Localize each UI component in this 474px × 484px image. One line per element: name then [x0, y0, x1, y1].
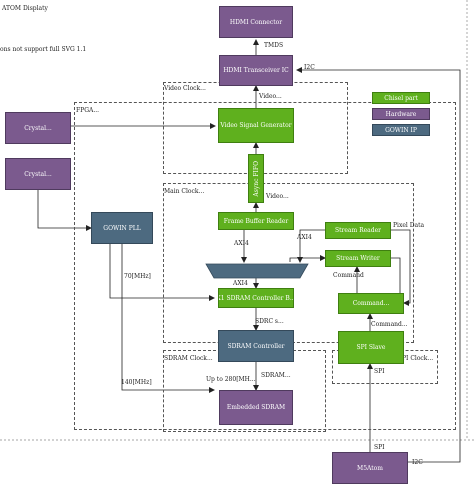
edge-label-video2: Video... — [266, 193, 289, 200]
node-stream-reader: Stream Reader — [325, 222, 391, 239]
edge-label-spi-a: SPI — [374, 368, 385, 375]
group-video-clock-label: Video Clock... — [164, 85, 206, 92]
node-embedded-sdram: Embedded SDRAM — [219, 390, 293, 425]
node-sdram-controller: SDRAM Controller — [218, 330, 294, 362]
edge-140mhz — [121, 244, 215, 393]
edge-label-pixel-data: Pixel Data — [393, 222, 425, 229]
edge-label-i2c-bottom: I2C — [412, 459, 423, 466]
axi-interconnect — [205, 263, 309, 279]
edge-label-tmds: TMDS — [264, 42, 284, 49]
edge-label-i2c-top: I2C — [304, 64, 315, 71]
edge-label-axi4-b: AXI4 — [297, 234, 312, 241]
node-gowin-pll: GOWIN PLL — [91, 212, 153, 244]
edge-sr-axi — [297, 229, 325, 263]
svg-warning: ons not support full SVG 1.1 — [0, 46, 87, 53]
legend-gowin-ip: GOWIN IP — [372, 124, 430, 136]
node-axi4-controller: X1 SDRAM Controller B... — [218, 288, 294, 308]
group-spi-clock-label: PI Clock... — [402, 355, 434, 362]
edge-label-video: Video... — [259, 93, 282, 100]
node-hdmi-connector: HDMI Connector — [219, 6, 293, 38]
node-async-fifo: Async FIFO — [248, 154, 264, 203]
async-fifo-label: Async FIFO — [252, 160, 260, 197]
edge-label-axi4-a: AXI4 — [234, 240, 249, 247]
node-hdmi-transceiver: HDMI Transceiver IC — [219, 55, 293, 86]
group-main-clock-label: Main Clock... — [164, 188, 205, 195]
diagram-title: ATOM Displaty — [2, 5, 48, 12]
node-spi-slave: SPI Slave — [338, 331, 404, 364]
edge-70mhz — [109, 244, 215, 301]
group-sdram-clock-label: SDRAM Clock... — [164, 355, 213, 362]
edge-label-up-to: Up to 280[MH... — [206, 376, 256, 383]
group-fpga — [74, 102, 456, 430]
edge-label-command-b: Command... — [371, 321, 408, 328]
node-video-signal-generator: Video Signal Generator — [218, 108, 294, 143]
edge-label-spi-b: SPI — [374, 444, 385, 451]
node-command: Command... — [338, 293, 404, 314]
edge-i2c — [296, 67, 461, 463]
edge-pixel-data — [391, 229, 411, 306]
edge-label-140mhz: 140[MHz] — [121, 379, 152, 386]
node-m5atom: M5Atom — [332, 452, 408, 484]
edge-crystal2 — [37, 190, 92, 231]
node-stream-writer: Stream Writer — [325, 250, 391, 267]
edge-axi-sw — [289, 255, 326, 262]
group-fpga-label: FPGA... — [76, 107, 100, 114]
edge-label-sdram: SDRAM... — [261, 372, 291, 379]
edge-label-sdrc: SDRC s... — [255, 318, 284, 325]
edge-label-70mhz: 70[MHz] — [124, 273, 151, 280]
legend-hardware: Hardware — [372, 108, 430, 120]
edge-label-command-a: Command — [333, 272, 364, 279]
node-crystal-1: Crystal... — [5, 112, 71, 144]
legend-chisel: Chisel part — [372, 92, 430, 104]
node-crystal-2: Crystal... — [5, 158, 71, 190]
edge-label-axi4-c: AXI4 — [233, 280, 248, 287]
node-frame-buffer-reader: Frame Buffer Reader — [218, 212, 294, 230]
